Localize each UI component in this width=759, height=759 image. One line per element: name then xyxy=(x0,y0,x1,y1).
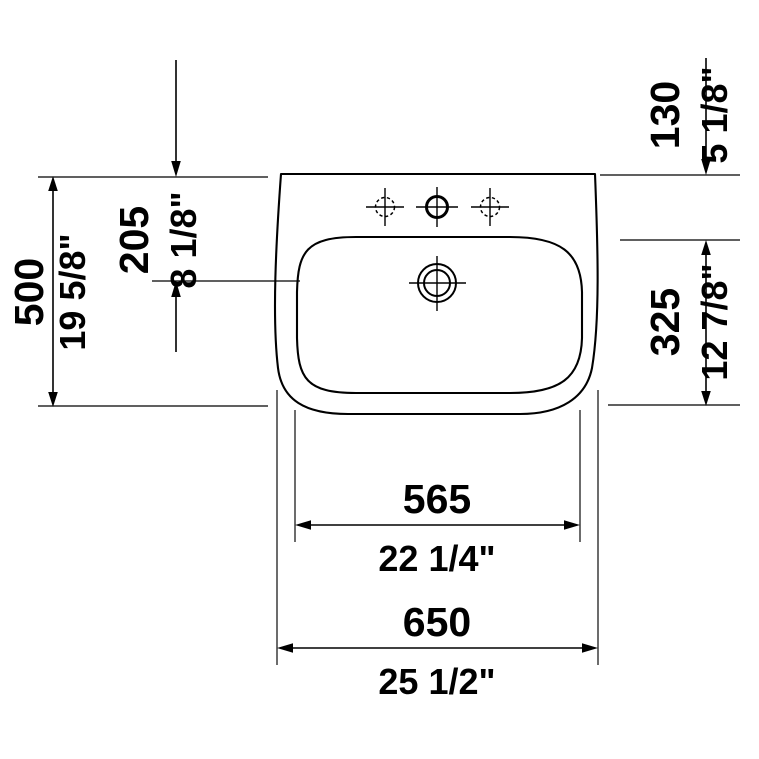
dim-650-imperial: 25 1/2" xyxy=(378,661,495,702)
dim-205-metric: 205 xyxy=(111,206,157,274)
dim-205-imperial: 8 1/8" xyxy=(163,191,204,288)
tap-hole-group xyxy=(366,187,509,227)
dim-325-imperial: 12 7/8" xyxy=(694,263,735,380)
dim-565-metric: 565 xyxy=(403,476,471,522)
dim-130-metric: 130 xyxy=(642,81,688,149)
dim-130-imperial: 5 1/8" xyxy=(694,66,735,163)
dimension-bowl-width: 565 22 1/4" xyxy=(294,410,581,579)
right-tap-hole-icon xyxy=(471,188,509,226)
dimension-overall-width: 650 25 1/2" xyxy=(276,390,599,702)
dim-500-imperial: 19 5/8" xyxy=(52,233,93,350)
dimension-depth-to-bowl: 205 8 1/8" xyxy=(111,60,300,352)
center-tap-hole-icon xyxy=(416,187,458,227)
basin-bowl-outline xyxy=(295,235,584,395)
dim-500-metric: 500 xyxy=(6,258,52,326)
dim-325-metric: 325 xyxy=(642,288,688,356)
dimension-bowl-depth: 325 12 7/8" xyxy=(608,239,740,406)
left-tap-hole-icon xyxy=(366,188,404,226)
dimension-back-offset: 130 5 1/8" xyxy=(600,58,740,176)
drain-outlet-icon xyxy=(409,256,466,311)
basin-outer-outline xyxy=(273,172,599,416)
dimension-depth-overall: 500 19 5/8" xyxy=(6,176,268,407)
dim-650-metric: 650 xyxy=(403,599,471,645)
dim-565-imperial: 22 1/4" xyxy=(378,538,495,579)
